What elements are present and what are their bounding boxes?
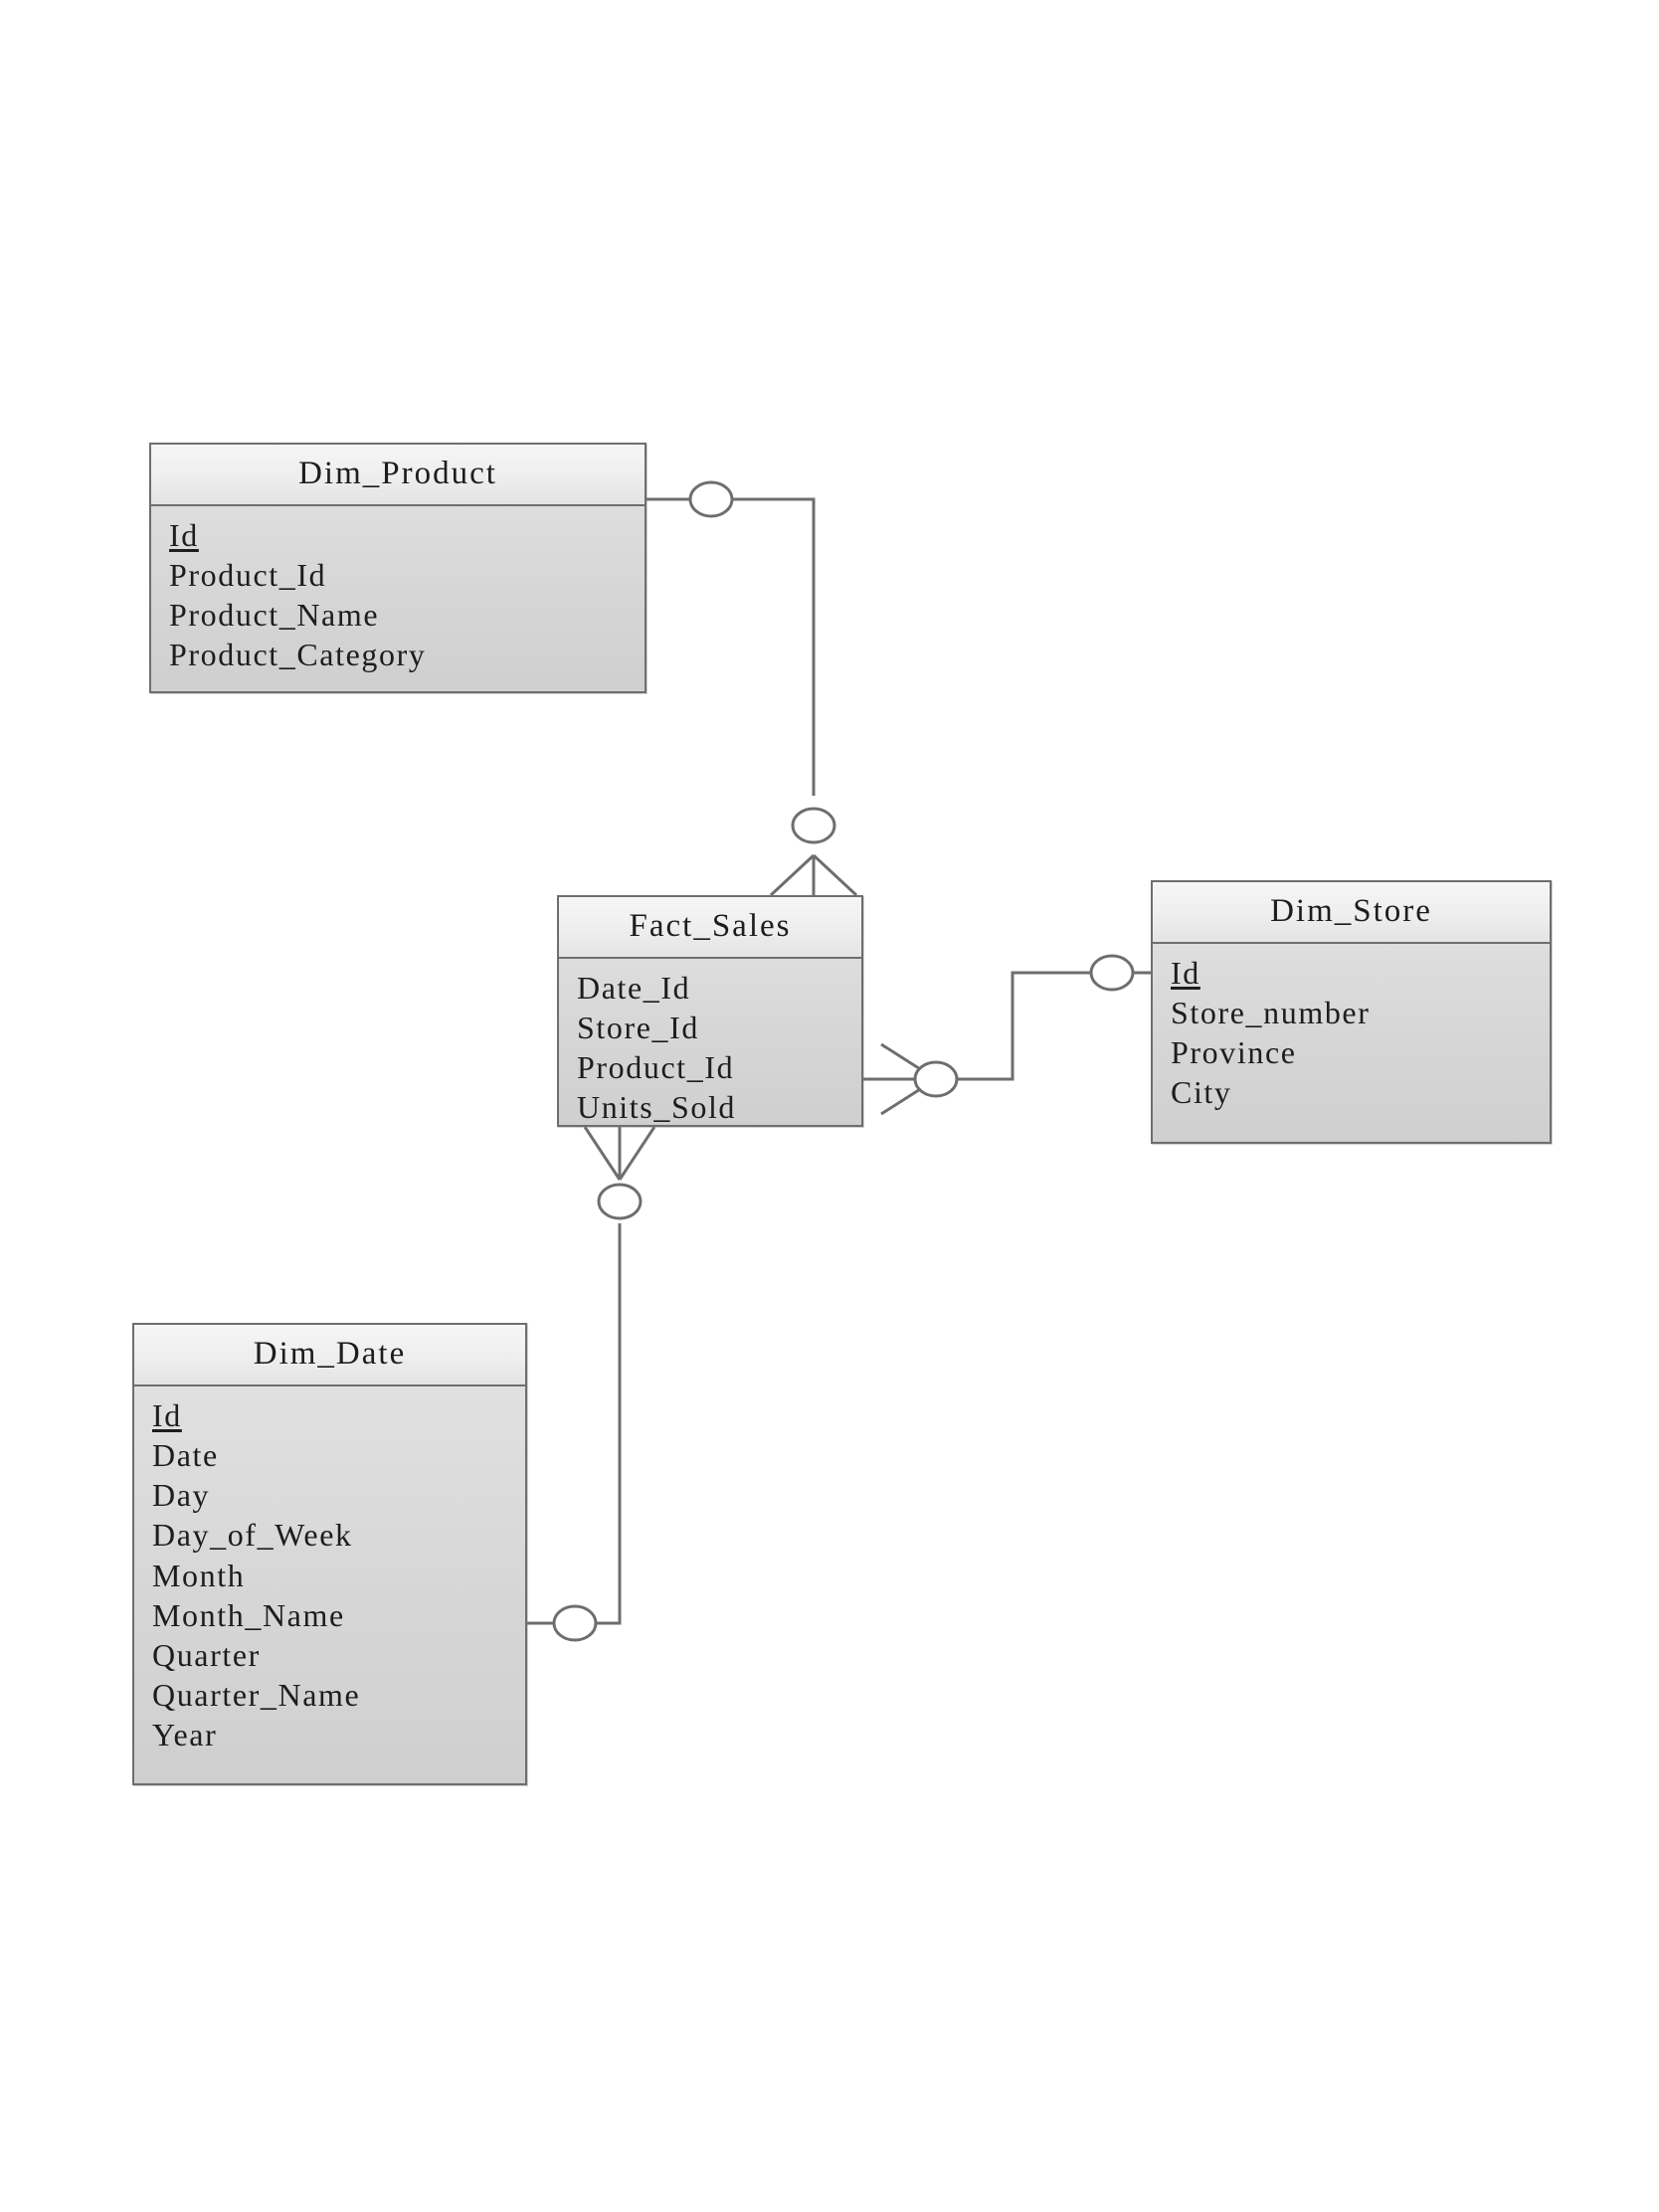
cardinality-zero-circle — [597, 1183, 643, 1220]
cardinality-zero-circle — [688, 480, 734, 518]
cardinality-zero-circle — [1089, 954, 1135, 992]
entity-title-dim-date: Dim_Date — [134, 1325, 525, 1386]
field-fact-sales-product-id: Product_Id — [577, 1049, 735, 1086]
field-dim-date-id: Id — [152, 1397, 182, 1433]
connector-fact-sales-dim-date — [527, 1126, 656, 1642]
field-dim-store-province: Province — [1171, 1034, 1297, 1071]
entity-title-fact-sales: Fact_Sales — [559, 897, 861, 959]
field-dim-store-store-number: Store_number — [1171, 995, 1371, 1031]
connector-fact-sales-dim-store — [863, 954, 1151, 1116]
field-dim-product-product-category: Product_Category — [169, 637, 427, 673]
field-fact-sales-date-id: Date_Id — [577, 970, 691, 1006]
field-fact-sales-store-id: Store_Id — [577, 1010, 700, 1046]
field-dim-date-year: Year — [152, 1717, 218, 1753]
field-dim-date-month: Month — [152, 1557, 246, 1593]
entity-dim-store[interactable]: Dim_Store Id Store_number Province City — [1151, 880, 1552, 1144]
entity-field-list-dim-product: Id Product_Id Product_Name Product_Categ… — [151, 506, 645, 685]
crows-foot-icon — [880, 1042, 937, 1116]
field-dim-date-quarter-name: Quarter_Name — [152, 1677, 361, 1714]
field-dim-date-day: Day — [152, 1477, 211, 1514]
entity-title-dim-store: Dim_Store — [1153, 882, 1550, 944]
entity-title-dim-product: Dim_Product — [151, 445, 645, 506]
entity-field-list-fact-sales: Date_Id Store_Id Product_Id Units_Sold — [559, 959, 861, 1138]
field-dim-date-date: Date — [152, 1437, 219, 1474]
entity-field-list-dim-date: Id Date Day Day_of_Week Month Month_Name… — [134, 1386, 525, 1764]
field-dim-product-product-name: Product_Name — [169, 597, 380, 634]
field-dim-date-quarter: Quarter — [152, 1636, 261, 1673]
entity-field-list-dim-store: Id Store_number Province City — [1153, 944, 1550, 1123]
entity-dim-date[interactable]: Dim_Date Id Date Day Day_of_Week Month M… — [132, 1323, 527, 1785]
field-dim-store-city: City — [1171, 1074, 1232, 1111]
entity-fact-sales[interactable]: Fact_Sales Date_Id Store_Id Product_Id U… — [557, 895, 863, 1127]
cardinality-zero-circle — [791, 807, 836, 844]
field-dim-date-month-name: Month_Name — [152, 1596, 345, 1633]
field-dim-product-product-id: Product_Id — [169, 557, 327, 594]
field-dim-product-id: Id — [169, 517, 199, 553]
field-dim-date-day-of-week: Day_of_Week — [152, 1517, 353, 1554]
connector-dim-product-fact-sales — [646, 480, 858, 897]
field-fact-sales-units-sold: Units_Sold — [577, 1089, 737, 1126]
cardinality-zero-circle — [913, 1060, 959, 1098]
crows-foot-icon — [769, 853, 858, 897]
cardinality-zero-circle — [552, 1604, 598, 1642]
entity-dim-product[interactable]: Dim_Product Id Product_Id Product_Name P… — [149, 443, 646, 693]
field-dim-store-id: Id — [1171, 955, 1200, 991]
